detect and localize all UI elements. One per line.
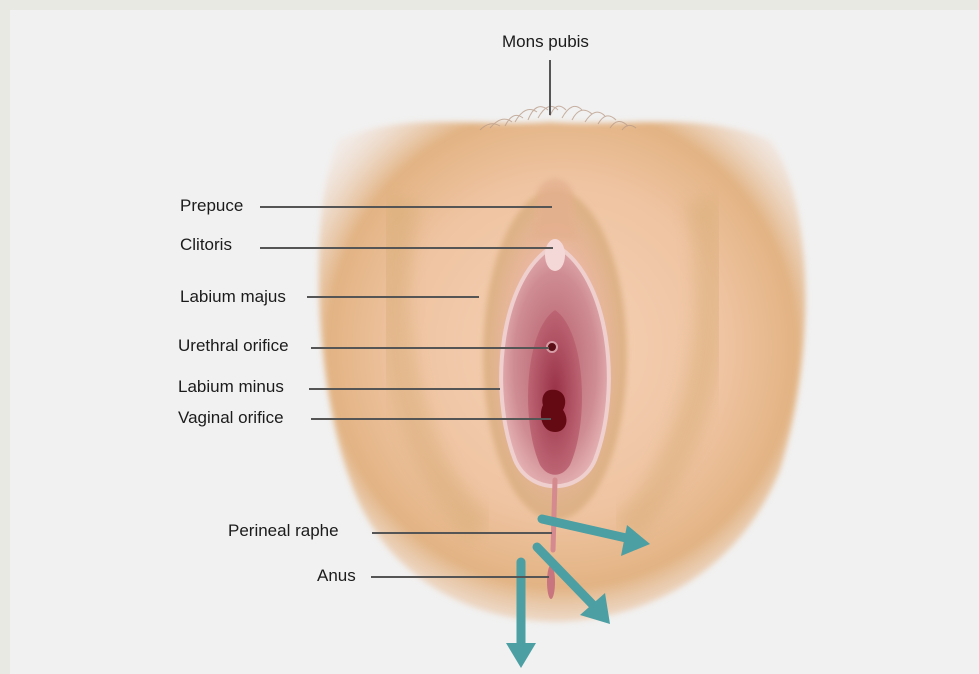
leader-vaginal-orifice — [311, 418, 551, 420]
leader-perineal-raphe — [372, 532, 552, 534]
leader-labium-minus — [309, 388, 500, 390]
clitoris-shape — [545, 239, 565, 271]
perineal-raphe-shape — [553, 480, 555, 550]
leader-urethral-orifice — [311, 347, 549, 349]
leader-anus — [371, 576, 549, 578]
label-urethral-orifice: Urethral orifice — [178, 336, 289, 356]
label-labium-minus: Labium minus — [178, 377, 284, 397]
label-anus: Anus — [317, 566, 356, 586]
anatomy-illustration — [10, 10, 979, 674]
leader-prepuce — [260, 206, 552, 208]
diagram-canvas: Mons pubis Prepuce Clitoris Labium majus… — [10, 10, 979, 674]
leader-clitoris — [260, 247, 553, 249]
label-vaginal-orifice: Vaginal orifice — [178, 408, 284, 428]
label-mons-pubis: Mons pubis — [502, 32, 589, 52]
vaginal-orifice-shape — [541, 390, 567, 432]
label-perineal-raphe: Perineal raphe — [228, 521, 339, 541]
leader-labium-majus — [307, 296, 479, 298]
leader-mons-pubis — [549, 60, 551, 115]
label-labium-majus: Labium majus — [180, 287, 286, 307]
label-clitoris: Clitoris — [180, 235, 232, 255]
label-prepuce: Prepuce — [180, 196, 243, 216]
